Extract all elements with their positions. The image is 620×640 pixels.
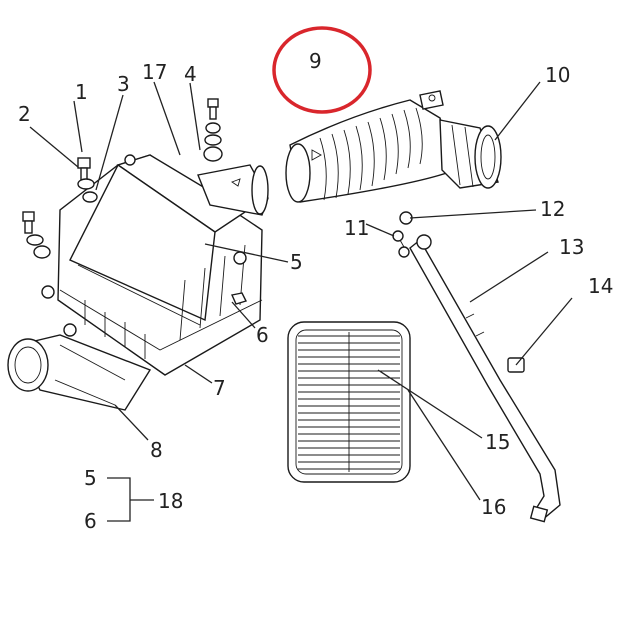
air-filter-housing (41, 154, 263, 376)
callout-6-housing: 6 (256, 323, 269, 347)
highlight-circle-9 (272, 26, 372, 114)
callout-18: 18 (158, 489, 183, 513)
callout-8: 8 (150, 438, 163, 462)
callout-13: 13 (559, 235, 584, 259)
callout-3: 3 (117, 72, 130, 96)
filter-element (287, 321, 411, 483)
callout-15: 15 (485, 430, 510, 454)
breather-tube (409, 234, 561, 523)
callout-16: 16 (481, 495, 506, 519)
callout-9: 9 (309, 49, 322, 73)
callout-12: 12 (540, 197, 565, 221)
fitting-11-12 (392, 211, 413, 258)
hose-clamp-connector (439, 119, 502, 189)
callout-5-housing: 5 (290, 250, 303, 274)
callout-11: 11 (344, 216, 369, 240)
callout-6-group: 6 (84, 509, 97, 533)
callout-labels: 1 2 3 17 4 5 6 7 8 9 10 11 12 13 14 15 1… (18, 49, 613, 533)
bolt-4 (203, 98, 223, 162)
callout-10: 10 (545, 63, 570, 87)
lower-intake-pipe (7, 334, 152, 411)
callout-4: 4 (184, 62, 197, 86)
callout-5-group: 5 (84, 466, 97, 490)
callout-1: 1 (75, 80, 88, 104)
left-bolt-stack (22, 211, 51, 259)
intake-hose (285, 90, 456, 203)
callout-7: 7 (213, 376, 226, 400)
housing-outlet-pipe (197, 164, 269, 216)
callout-2: 2 (18, 102, 31, 126)
callout-14: 14 (588, 274, 613, 298)
callout-17: 17 (142, 60, 167, 84)
bolt-set-1-2-3 (77, 157, 98, 203)
leader-lines (29, 81, 573, 522)
